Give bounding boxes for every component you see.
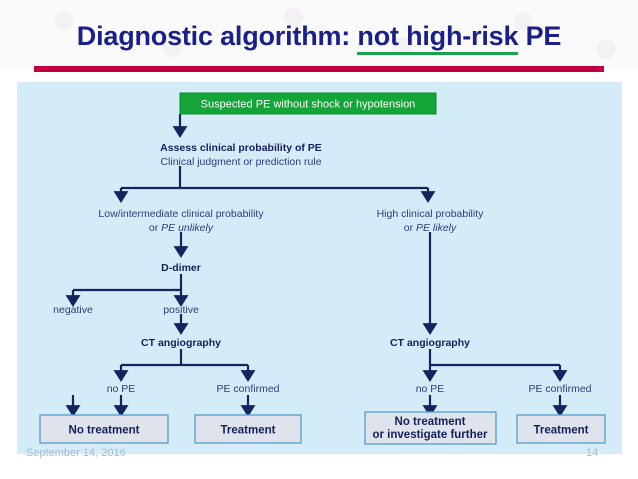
node-treatment-left-box (194, 414, 302, 444)
node-suspected-pe-label: Suspected PE without shock or hypotensio… (201, 99, 416, 111)
node-ddimer-label: D-dimer (161, 262, 201, 274)
node-high-or: or (404, 222, 416, 234)
node-pe-unlikely: PE unlikely (161, 222, 214, 234)
node-no-treatment-right-line2: or investigate further (372, 429, 488, 441)
node-treatment-right-box (516, 414, 606, 444)
node-treatment-left-label: Treatment (221, 425, 276, 437)
footer-page-number: 14 (586, 447, 599, 459)
node-no-treatment-label: No treatment (69, 425, 140, 437)
node-positive-label: positive (163, 304, 199, 316)
page-title-plain: Diagnostic algorithm: (76, 21, 358, 51)
page-title-underlined: not high-risk (357, 21, 518, 55)
node-suspected-pe-box (179, 92, 437, 115)
node-assess-label: Assess clinical probability of PE (160, 142, 322, 154)
node-pe-confirmed-right-label: PE confirmed (528, 383, 591, 395)
node-ct-angiography-left-label: CT angiography (141, 337, 221, 349)
node-assess-sublabel: Clinical judgment or prediction rule (160, 156, 321, 168)
node-low-intermediate-sublabel: or PE unlikely (149, 222, 214, 234)
page-title-tail: PE (518, 21, 562, 51)
slide-header-band (0, 0, 638, 68)
node-pe-confirmed-left-label: PE confirmed (216, 383, 279, 395)
node-low-or: or (149, 222, 161, 234)
node-no-treatment-box (39, 414, 169, 444)
node-no-treatment-or-investigate-box (364, 411, 497, 445)
node-ct-angiography-right-label: CT angiography (390, 337, 470, 349)
flowchart-svg: Suspected PE without shock or hypotensio… (39, 92, 606, 445)
node-treatment-right-label: Treatment (534, 425, 589, 437)
node-negative-label: negative (53, 304, 93, 316)
node-no-treatment-right-line1: No treatment (395, 416, 466, 428)
node-low-intermediate-label: Low/intermediate clinical probability (98, 208, 264, 220)
footer-date: September 14, 2016 (26, 447, 126, 459)
node-no-pe-left-label: no PE (107, 383, 136, 395)
diagnostic-algorithm-diagram: Suspected PE without shock or hypotensio… (17, 82, 622, 454)
node-high-probability-sublabel: or PE likely (404, 222, 457, 234)
page-title: Diagnostic algorithm: not high-risk PE (0, 21, 638, 55)
node-pe-likely: PE likely (416, 222, 457, 234)
title-accent-rule (34, 66, 604, 72)
node-high-probability-label: High clinical probability (377, 208, 485, 220)
node-no-pe-right-label: no PE (416, 383, 445, 395)
